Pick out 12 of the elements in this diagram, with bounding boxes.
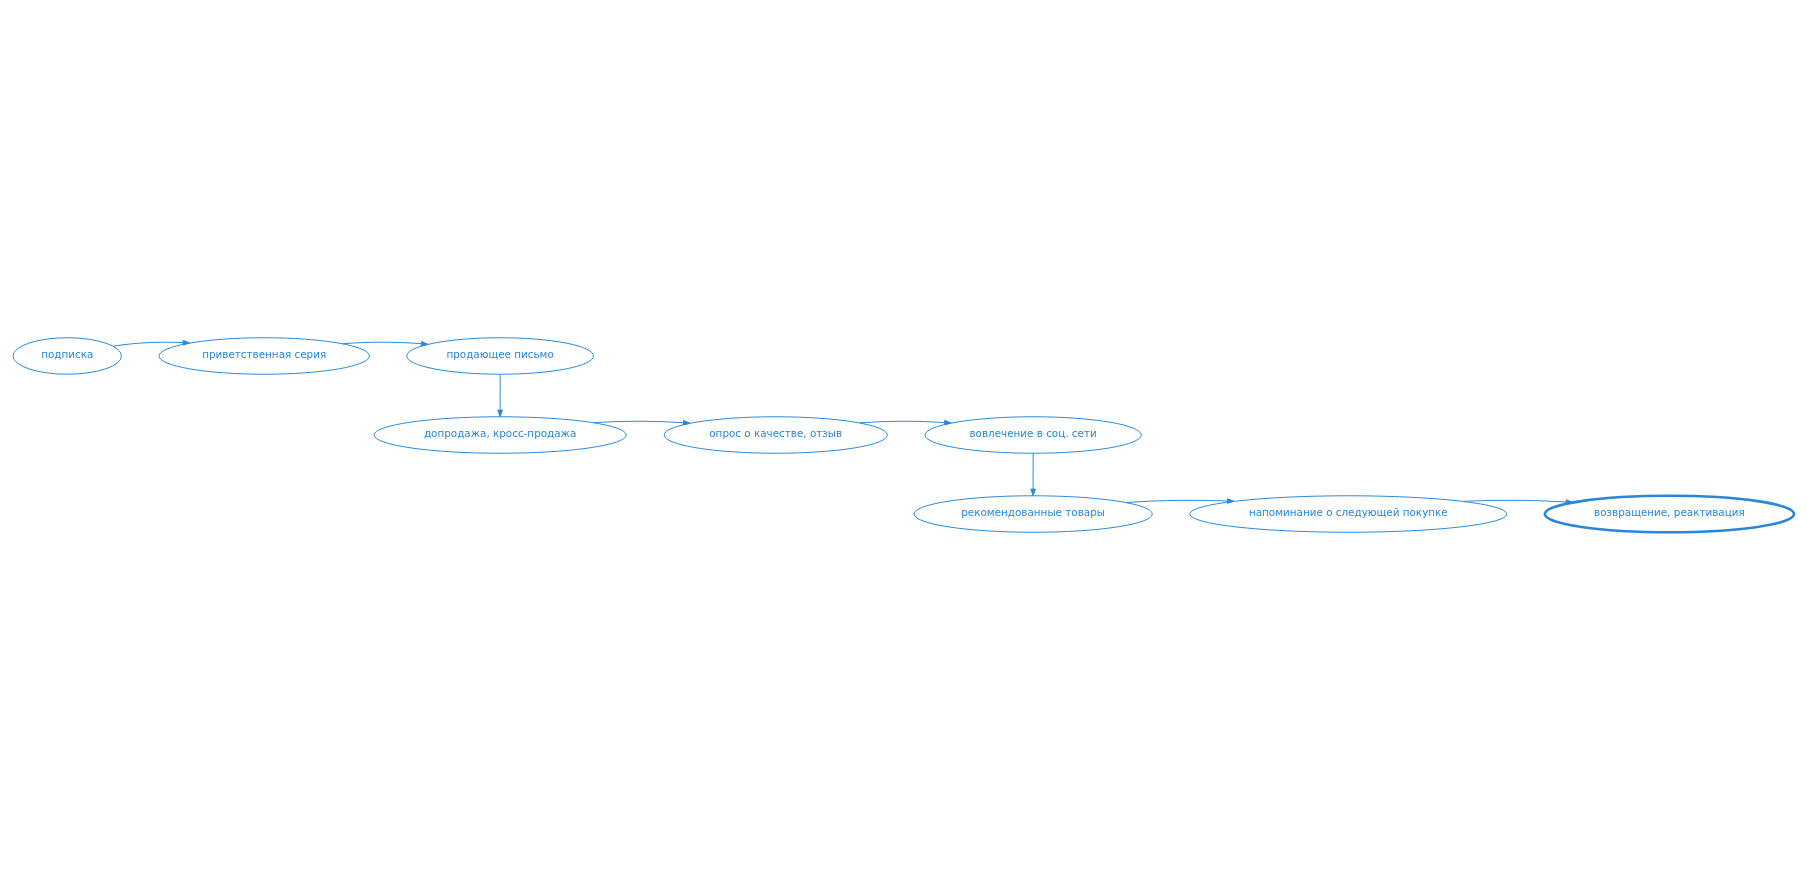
arrow — [1125, 498, 1235, 504]
arrow — [859, 419, 952, 426]
node-ellipse: возвращение, реактивация — [1543, 494, 1796, 534]
arrow — [497, 374, 503, 418]
arrow — [342, 340, 429, 347]
node-ellipse: рекомендованные товары — [913, 495, 1153, 533]
node-ellipse: подписка — [12, 337, 122, 375]
arrow — [1030, 453, 1036, 497]
arrow — [112, 339, 191, 347]
arrow — [593, 419, 691, 426]
node-ellipse: допродажа, кросс-продажа — [373, 416, 627, 454]
arrow — [1462, 499, 1574, 505]
